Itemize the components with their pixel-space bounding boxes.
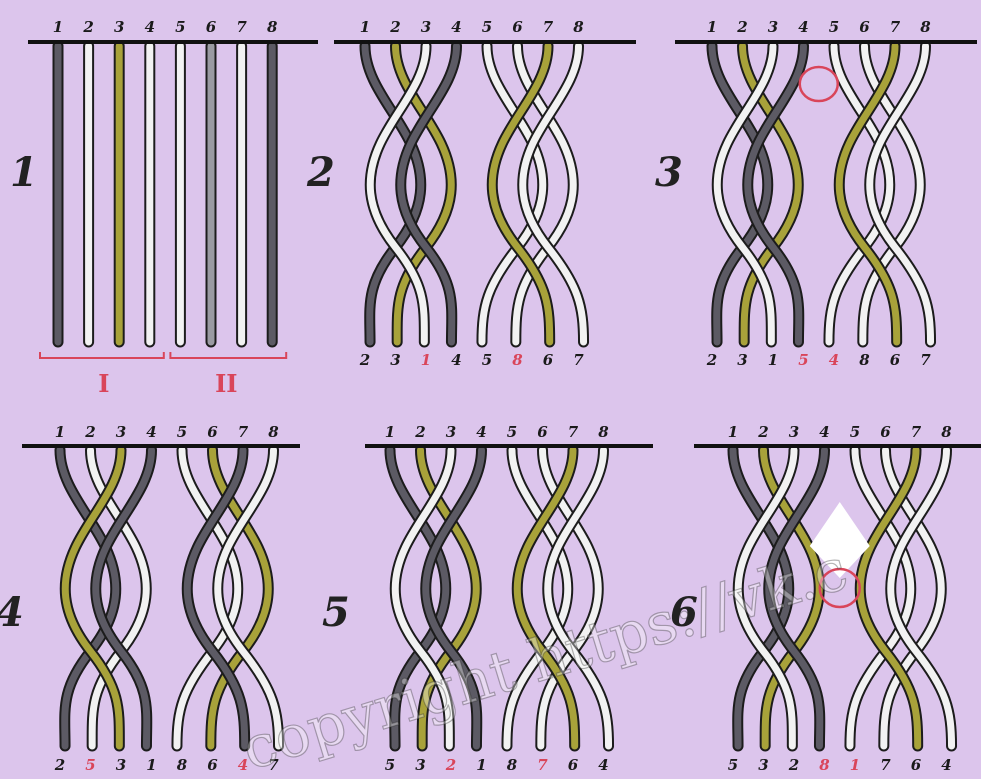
bottom-number: 7 (880, 756, 891, 774)
bottom-number: 5 (798, 351, 808, 369)
bottom-number: 4 (598, 756, 608, 774)
top-number: 7 (236, 18, 247, 36)
step-label: 2 (306, 149, 335, 196)
group-label: II (215, 369, 237, 398)
top-number: 5 (482, 18, 492, 36)
bottom-number: 3 (737, 351, 747, 369)
bottom-number: 8 (819, 756, 830, 774)
top-number: 1 (385, 423, 395, 441)
top-number: 3 (116, 423, 126, 441)
bottom-number: 4 (941, 756, 951, 774)
top-number: 2 (414, 423, 425, 441)
top-number: 3 (421, 18, 431, 36)
top-number: 8 (920, 18, 931, 36)
bottom-number: 1 (768, 351, 778, 369)
bottom-number: 2 (359, 351, 370, 369)
top-number: 1 (55, 423, 65, 441)
top-number: 6 (206, 18, 217, 36)
bottom-number: 3 (415, 756, 425, 774)
top-number: 7 (568, 423, 579, 441)
top-number: 2 (84, 423, 95, 441)
top-number: 7 (911, 423, 922, 441)
top-number: 8 (941, 423, 952, 441)
bottom-number: 2 (445, 756, 456, 774)
bottom-number: 6 (890, 351, 901, 369)
top-number: 1 (360, 18, 370, 36)
group-label: I (98, 369, 109, 398)
top-number: 5 (507, 423, 517, 441)
top-number: 7 (890, 18, 901, 36)
bottom-number: 7 (537, 756, 548, 774)
bottom-number: 7 (920, 351, 931, 369)
top-number: 4 (819, 423, 829, 441)
bottom-number: 4 (829, 351, 839, 369)
step-label: 3 (655, 149, 683, 196)
top-number: 8 (268, 423, 279, 441)
bottom-number: 8 (507, 756, 518, 774)
top-number: 4 (146, 423, 156, 441)
top-number: 2 (736, 18, 747, 36)
top-number: 3 (768, 18, 778, 36)
bottom-number: 2 (706, 351, 717, 369)
top-number: 6 (512, 18, 523, 36)
top-number: 5 (829, 18, 839, 36)
top-number: 4 (798, 18, 808, 36)
top-number: 3 (789, 423, 799, 441)
bottom-number: 1 (850, 756, 860, 774)
step-label: 5 (322, 589, 350, 636)
bottom-number: 3 (390, 351, 400, 369)
bottom-number: 1 (421, 351, 431, 369)
top-number: 8 (598, 423, 609, 441)
bottom-number: 4 (451, 351, 461, 369)
top-number: 7 (543, 18, 554, 36)
top-number: 6 (537, 423, 548, 441)
bottom-number: 1 (146, 756, 156, 774)
step-label: 1 (10, 149, 38, 196)
top-number: 4 (145, 18, 155, 36)
top-number: 7 (238, 423, 249, 441)
bottom-number: 5 (728, 756, 738, 774)
top-number: 5 (175, 18, 185, 36)
top-number: 6 (207, 423, 218, 441)
bottom-number: 6 (568, 756, 579, 774)
bottom-number: 8 (859, 351, 870, 369)
top-number: 1 (728, 423, 738, 441)
bottom-number: 6 (911, 756, 922, 774)
step-label: 4 (0, 589, 24, 636)
top-number: 2 (757, 423, 768, 441)
bottom-number: 7 (573, 351, 584, 369)
bottom-number: 5 (385, 756, 395, 774)
top-number: 4 (476, 423, 486, 441)
bottom-number: 8 (177, 756, 188, 774)
top-number: 4 (451, 18, 461, 36)
top-number: 8 (267, 18, 278, 36)
top-number: 2 (82, 18, 93, 36)
bottom-number: 5 (482, 351, 492, 369)
bottom-number: 1 (476, 756, 486, 774)
top-number: 3 (114, 18, 124, 36)
bottom-number: 3 (116, 756, 126, 774)
top-number: 5 (850, 423, 860, 441)
bottom-number: 3 (758, 756, 768, 774)
bottom-number: 6 (207, 756, 218, 774)
top-number: 6 (859, 18, 870, 36)
top-number: 1 (707, 18, 717, 36)
bottom-number: 2 (54, 756, 65, 774)
top-number: 6 (880, 423, 891, 441)
bottom-number: 8 (512, 351, 523, 369)
top-number: 1 (53, 18, 63, 36)
bottom-number: 2 (788, 756, 799, 774)
top-number: 5 (177, 423, 187, 441)
bottom-number: 5 (85, 756, 95, 774)
top-number: 3 (446, 423, 456, 441)
bottom-number: 6 (543, 351, 554, 369)
top-number: 8 (573, 18, 584, 36)
top-number: 2 (389, 18, 400, 36)
